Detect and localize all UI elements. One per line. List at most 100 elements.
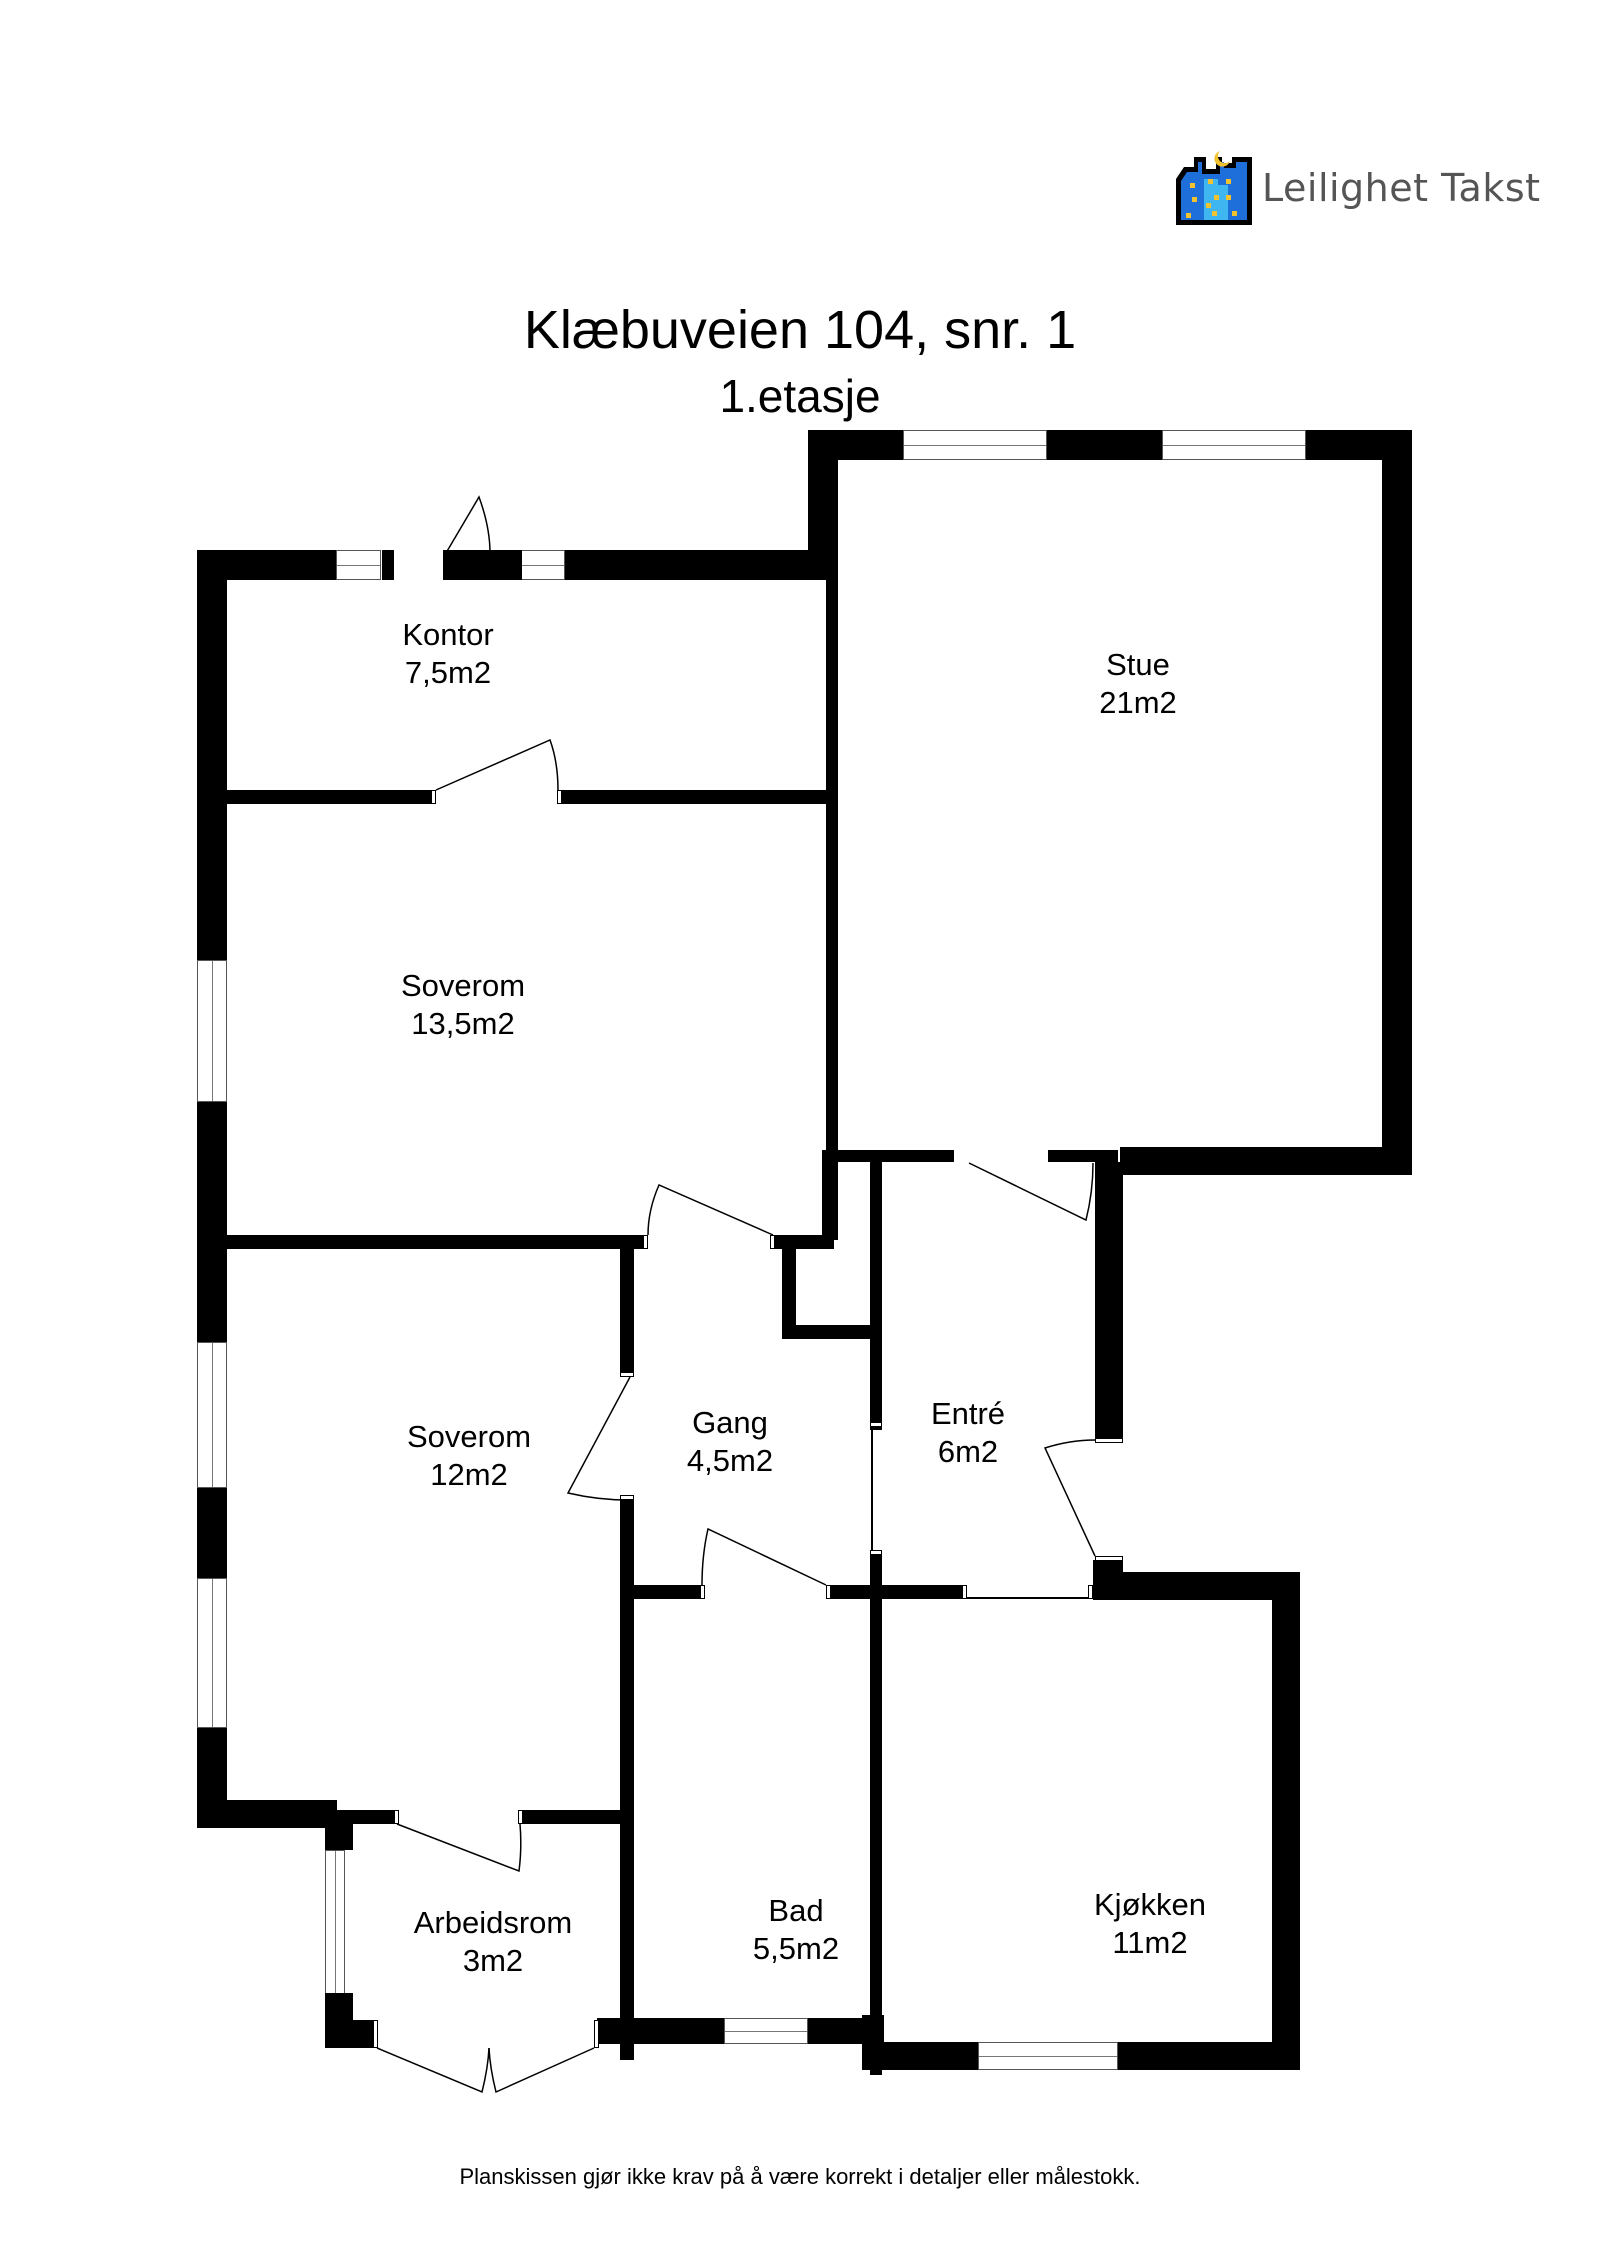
wall (870, 1555, 882, 2075)
room-name: Kontor (402, 617, 494, 652)
wall (620, 1249, 634, 1374)
room-area: 6m2 (937, 1434, 999, 1469)
window (1162, 430, 1306, 460)
door-swing (566, 1376, 631, 1501)
room-kjokken: Kjøkken 11m2 (1094, 1886, 1206, 1962)
room-area: 12m2 (430, 1457, 508, 1492)
wall (782, 1249, 796, 1339)
door-jamb (870, 1550, 882, 1555)
window (197, 1578, 227, 1728)
wall (337, 1810, 397, 1824)
wall (1382, 430, 1412, 1175)
wall (1095, 1162, 1123, 1442)
wall (1108, 1572, 1300, 1600)
wall (227, 1235, 645, 1249)
disclaimer: Planskissen gjør ikke krav på å være kor… (459, 2164, 1141, 2189)
room-entre: Entré 6m2 (931, 1395, 1005, 1471)
door-jamb (700, 1585, 705, 1599)
door-jamb (382, 550, 394, 580)
wall (870, 1160, 882, 1430)
door-jamb (373, 2020, 378, 2048)
room-gang: Gang 4,5m2 (687, 1404, 773, 1480)
wall (1048, 1150, 1118, 1162)
room-stue: Stue 21m2 (1099, 646, 1177, 722)
door-swing (445, 495, 491, 554)
window (197, 960, 227, 1102)
floor-label: 1.etasje (719, 370, 881, 422)
room-name: Soverom (400, 968, 526, 1003)
door-jamb (594, 2020, 599, 2048)
brand-name: Leilighet Takst (1262, 166, 1541, 210)
door-jamb (431, 790, 436, 804)
room-name: Arbeidsrom (413, 1905, 573, 1940)
door-swing (1043, 1439, 1096, 1557)
wall (620, 1500, 634, 2060)
door-swing (701, 1527, 827, 1586)
door-swing (647, 1184, 774, 1236)
room-name: Stue (1106, 647, 1170, 682)
wall (197, 1488, 227, 1588)
window (903, 430, 1047, 460)
door-jamb (962, 1585, 967, 1599)
door-jamb (620, 1372, 634, 1377)
room-name: Entré (930, 1396, 1006, 1431)
wall (634, 1585, 702, 1599)
room-area: 13,5m2 (411, 1006, 515, 1041)
wall (197, 1102, 227, 1342)
room-soverom-1: Soverom 13,5m2 (401, 967, 525, 1043)
wall (826, 555, 838, 1240)
wall (1272, 1572, 1300, 2070)
window (197, 1342, 227, 1488)
window (724, 2018, 808, 2044)
wall (560, 790, 828, 804)
wall (197, 550, 227, 970)
door-swing (488, 2047, 595, 2094)
wall (808, 430, 838, 560)
divider-line (871, 1427, 873, 1552)
door-jamb (643, 1235, 648, 1249)
door-jamb (1088, 1585, 1093, 1599)
door-swing (435, 738, 559, 791)
room-bad: Bad 5,5m2 (753, 1892, 839, 1968)
building-with-moon-icon (1176, 149, 1252, 227)
room-name: Bad (768, 1893, 824, 1928)
wall (782, 1325, 870, 1339)
wall (774, 1235, 834, 1249)
room-name: Kjøkken (1094, 1887, 1206, 1922)
room-area: 3m2 (462, 1943, 524, 1978)
window (336, 550, 381, 580)
wall (822, 1150, 834, 1249)
wall (826, 1150, 954, 1162)
wall (1120, 1147, 1412, 1175)
door-jamb (510, 550, 522, 580)
room-area: 5,5m2 (752, 1931, 840, 1966)
wall (830, 1585, 964, 1599)
room-arbeidsrom: Arbeidsrom 3m2 (414, 1904, 573, 1980)
divider-line (966, 1597, 1090, 1599)
room-area: 4,5m2 (686, 1443, 774, 1478)
door-jamb (557, 790, 562, 804)
room-area: 21m2 (1099, 685, 1177, 720)
wall (808, 430, 1412, 460)
door-swing (376, 2047, 490, 2094)
room-area: 11m2 (1112, 1925, 1188, 1960)
window (978, 2042, 1118, 2070)
door-jamb (394, 1810, 399, 1824)
room-name: Gang (692, 1405, 768, 1440)
room-kontor: Kontor 7,5m2 (402, 616, 493, 692)
wall (197, 1800, 337, 1828)
room-area: 7,5m2 (404, 655, 492, 690)
wall (325, 2020, 375, 2048)
door-jamb (1095, 1438, 1123, 1443)
wall (227, 790, 435, 804)
door-swing (396, 1823, 522, 1873)
door-swing (968, 1162, 1094, 1222)
window (520, 550, 565, 580)
room-name: Soverom (406, 1419, 532, 1454)
brand-logo: Leilighet Takst (1176, 148, 1541, 228)
wall (522, 1810, 622, 1824)
page-title: Klæbuveien 104, snr. 1 (523, 300, 1077, 360)
door-jamb (870, 1422, 882, 1427)
room-soverom-2: Soverom 12m2 (407, 1418, 531, 1494)
window (325, 1850, 345, 1995)
